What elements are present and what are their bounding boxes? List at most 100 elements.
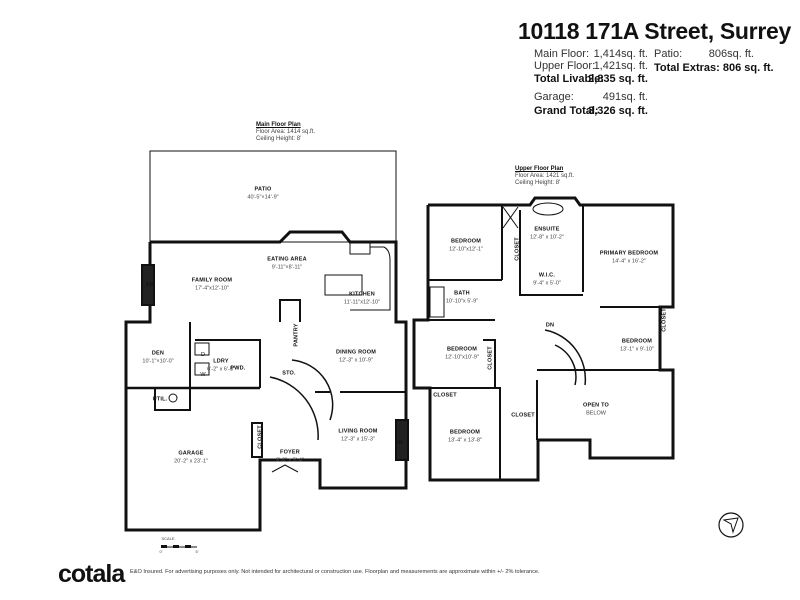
room-dimensions: 13'-1" x 9'-10" — [620, 346, 654, 353]
area-stat: Upper Floor:1,421sq. ft. — [534, 60, 648, 72]
room-dimensions: BELOW — [586, 410, 606, 417]
stat-label: Grand Total: — [534, 105, 599, 117]
room-dimensions: 6'-2" x 6'-5" — [207, 366, 235, 373]
room-name: LDRY — [213, 358, 229, 365]
room-name: BATH — [454, 290, 470, 297]
disclaimer: E&O Insured. For advertising purposes on… — [130, 569, 540, 575]
north-arrow-icon — [718, 512, 744, 538]
stat-value: 491sq. ft. — [602, 91, 648, 103]
upper-floor-outline — [412, 196, 675, 482]
stat-value: 806 sq. ft. — [722, 62, 774, 74]
room-name: CLOSET — [511, 412, 535, 419]
room-label-closet: CLOSET — [511, 409, 535, 420]
room-dimensions: 9'-4" x 5'-0" — [533, 280, 561, 287]
room-name: PATIO — [254, 186, 272, 193]
room-name: OPEN TO — [582, 402, 610, 409]
dryer-label: D — [201, 352, 205, 358]
room-dimensions: 8'-6" x 5'-4" — [276, 457, 304, 464]
room-name: STO. — [282, 370, 296, 377]
room-name: BEDROOM — [450, 238, 482, 245]
scale-end: 5' — [195, 549, 199, 554]
scale-start: 0' — [159, 549, 163, 554]
room-name: EATING AREA — [267, 256, 307, 263]
room-label-w-i-c: W.I.C.9'-4" x 5'-0" — [533, 269, 561, 288]
room-dimensions: 12'-10"x10'-9" — [445, 354, 479, 361]
room-dimensions: 14'-4" x 16'-2" — [612, 258, 646, 265]
room-label-fp: FP — [146, 279, 153, 290]
room-name: FAMILY ROOM — [191, 277, 233, 284]
scale-bar — [161, 545, 197, 548]
property-address: 10118 171A Street, Surrey — [518, 18, 791, 44]
room-label-closet: CLOSET — [484, 346, 495, 370]
room-name: DINING ROOM — [335, 349, 377, 356]
room-dimensions: 10'-10"x 5'-9" — [445, 298, 479, 305]
scale-label: SCALE — [161, 536, 175, 541]
room-name: CLOSET — [433, 392, 457, 399]
main-floor-outline — [124, 230, 408, 532]
room-dimensions: 12'-8" x 10'-2" — [530, 234, 564, 241]
room-name: PANTRY — [293, 323, 300, 347]
room-name: BEDROOM — [449, 429, 481, 436]
area-stat: Main Floor:1,414sq. ft. — [534, 48, 648, 60]
room-name: FP — [395, 440, 403, 447]
room-name: CLOSET — [514, 237, 521, 261]
main-floor-walls — [124, 150, 409, 532]
room-dimensions: 11'-11"x12'-10" — [343, 299, 381, 306]
room-dimensions: 10'-1"×10'-0" — [142, 358, 174, 365]
upper-floor-fixtures — [429, 202, 587, 386]
room-dimensions: 12'-3" x 10'-9" — [339, 357, 373, 364]
room-name: CLOSET — [661, 308, 668, 332]
area-stat: Grand Total:3,326 sq. ft. — [534, 105, 648, 117]
extra-stat: Patio: 806sq. ft. — [654, 48, 754, 60]
room-name: CLOSET — [487, 346, 494, 370]
stat-value: 2,835 sq. ft. — [588, 73, 648, 85]
room-name: BEDROOM — [621, 338, 653, 345]
room-dimensions: 40'-5"×14'-9" — [247, 194, 279, 201]
room-label-closet: CLOSET — [658, 308, 669, 332]
room-dimensions: 9'-11"×8'-11" — [271, 264, 303, 271]
room-label-pwd: PWD. — [230, 362, 245, 373]
room-label-closet: CLOSET — [433, 389, 457, 400]
room-label-util: UTIL. — [153, 393, 168, 404]
room-name: KITCHEN — [349, 291, 375, 298]
room-label-closet: CLOSET — [254, 425, 265, 449]
room-name: LIVING ROOM — [338, 428, 378, 435]
room-label-pantry: PANTRY — [290, 323, 301, 346]
stat-value: 1,421sq. ft. — [593, 60, 648, 72]
room-name: GARAGE — [178, 450, 204, 457]
stat-value: 1,414sq. ft. — [593, 48, 648, 60]
stat-label: Patio: — [654, 48, 683, 60]
stat-value: 806sq. ft. — [708, 48, 754, 60]
main-floor-fixtures — [168, 241, 391, 473]
stat-label: Main Floor: — [534, 48, 590, 60]
room-name: DN — [545, 322, 555, 329]
room-name: DEN — [151, 350, 165, 357]
room-name: FP — [146, 282, 154, 289]
room-dimensions: 12'-10"x12'-1" — [449, 246, 483, 253]
room-dimensions: 17'-4"x12'-10" — [195, 285, 229, 292]
room-name: BEDROOM — [446, 346, 478, 353]
extra-stat: Total Extras: 806 sq. ft. — [654, 62, 774, 74]
stat-label: Total Extras: — [654, 62, 720, 74]
washer-label: W — [200, 372, 206, 378]
cotala-logo: cotala — [58, 560, 125, 588]
